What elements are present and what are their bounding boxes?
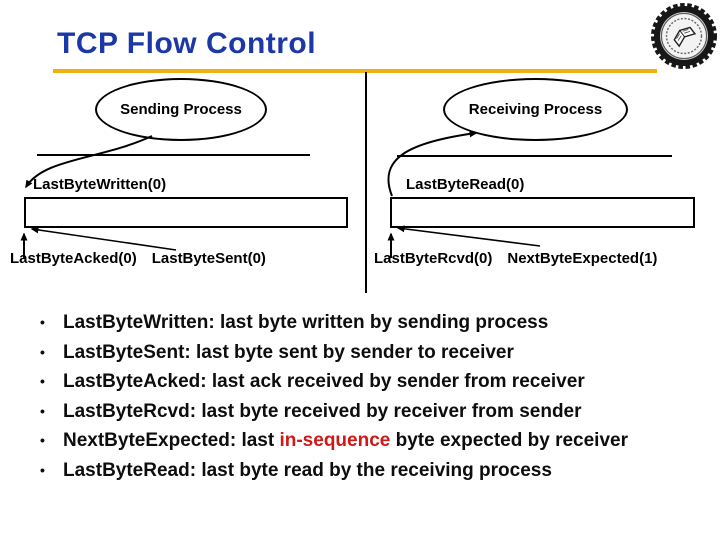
bullet-icon: • [40, 373, 45, 389]
bullet-text: LastByteWritten: last byte written by se… [63, 312, 549, 333]
last-byte-acked-label: LastByteAcked(0) [10, 250, 137, 267]
title-underline [53, 69, 657, 73]
bullet-icon: • [40, 343, 45, 360]
university-seal-icon [651, 3, 717, 69]
bullet-text: NextByteExpected: last in-sequence byte … [63, 430, 628, 451]
sent-pointer-arrow [30, 226, 177, 251]
bullet-text: LastByteRead: last byte read by the rece… [63, 459, 552, 481]
bullet-list: • LastByteWritten: last byte written by s… [40, 308, 716, 485]
center-divider-line [365, 72, 367, 293]
bullet-text: LastByteRcvd: last byte received by rece… [63, 400, 582, 422]
page-title: TCP Flow Control [57, 27, 317, 60]
last-byte-read-label: LastByteRead(0) [406, 176, 525, 193]
receive-buffer-rect [390, 197, 695, 228]
last-byte-written-label: LastByteWritten(0) [33, 176, 167, 193]
last-byte-rcvd-label: LastByteRcvd(0) [374, 250, 493, 267]
next-byte-expected-label: NextByteExpected(1) [507, 250, 658, 267]
bullet-icon: • [40, 432, 45, 448]
send-buffer-rect [24, 197, 348, 228]
list-item: • LastByteWritten: last byte written by s… [40, 308, 716, 338]
list-item: • NextByteExpected: last in-sequence byte… [40, 426, 716, 456]
list-item: • LastByteRcvd: last byte received by rec… [40, 397, 716, 427]
list-item: • LastByteAcked: last ack received by sen… [40, 367, 716, 397]
expected-pointer-arrow [396, 225, 541, 247]
list-item: • LastByteRead: last byte read by the rec… [40, 456, 716, 486]
list-item: • LastByteSent: last byte sent by sender … [40, 338, 716, 368]
bullet-icon: • [40, 402, 45, 419]
bullet-text: LastByteAcked: last ack received by send… [63, 371, 585, 392]
sender-pointer-labels: LastByteAcked(0) LastByteSent(0) [10, 250, 266, 267]
last-byte-sent-label: LastByteSent(0) [151, 250, 266, 267]
sending-process-label: Sending Process [120, 101, 242, 118]
sending-process-ellipse: Sending Process [95, 78, 267, 141]
bullet-text: LastByteSent: last byte sent by sender t… [63, 341, 514, 363]
receiver-pointer-labels: LastByteRcvd(0) NextByteExpected(1) [374, 250, 657, 267]
receiving-process-label: Receiving Process [468, 101, 603, 118]
bullet-icon: • [40, 461, 45, 478]
bullet-icon: • [40, 314, 45, 330]
receiving-process-ellipse: Receiving Process [443, 78, 628, 141]
